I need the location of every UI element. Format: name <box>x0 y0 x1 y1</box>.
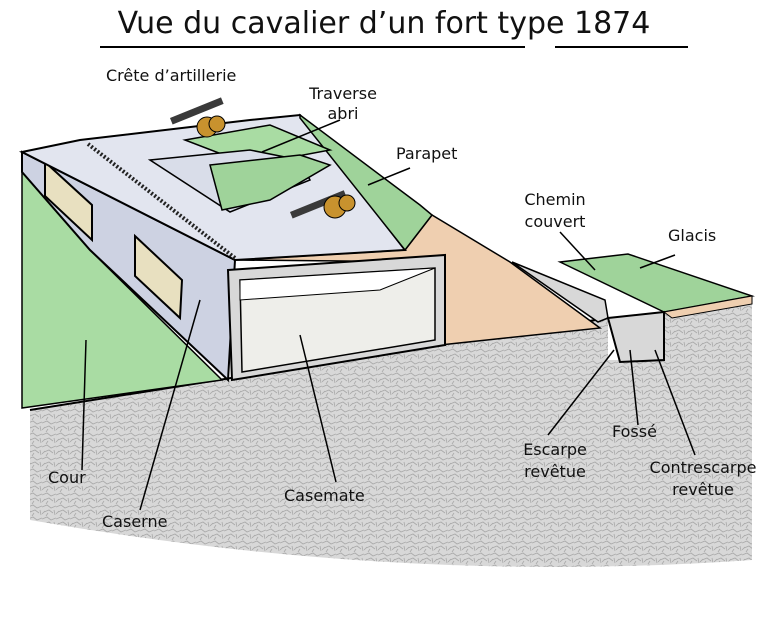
label-escarpe: Escarpe <box>523 440 587 459</box>
parapet-slope <box>299 113 434 252</box>
traverse-green <box>209 154 332 211</box>
crete-railing <box>86 142 237 260</box>
label-glacis: Glacis <box>668 226 717 245</box>
label-fosse: Fossé <box>612 422 657 441</box>
label-contrescarpe: Contrescarpe <box>649 458 757 477</box>
leader-lines <box>81 119 696 511</box>
cannon-1 <box>170 97 226 138</box>
label-contrescarpe-revetue: revêtue <box>672 480 734 499</box>
caserne-window-2 <box>134 233 184 321</box>
casemate-ceiling <box>239 267 436 301</box>
caserne-window-1 <box>44 159 93 243</box>
label-parapet: Parapet <box>396 144 458 163</box>
cannon-2 <box>290 190 356 219</box>
ground-section <box>30 298 752 567</box>
label-traverse: Traverse <box>309 84 377 103</box>
label-couvert: couvert <box>524 212 586 231</box>
label-casemate: Casemate <box>284 486 365 505</box>
label-chemin: Chemin <box>524 190 586 209</box>
label-abri: abri <box>327 104 359 123</box>
glacis-earth <box>662 295 753 319</box>
label-crete-artillerie: Crête d’artillerie <box>106 66 237 85</box>
fosse <box>606 310 665 364</box>
label-cour: Cour <box>48 468 86 487</box>
label-escarpe-revetue: revêtue <box>524 462 586 481</box>
label-caserne: Caserne <box>102 512 168 531</box>
diagram-title: Vue du cavalier d’un fort type 1874 <box>117 6 651 41</box>
